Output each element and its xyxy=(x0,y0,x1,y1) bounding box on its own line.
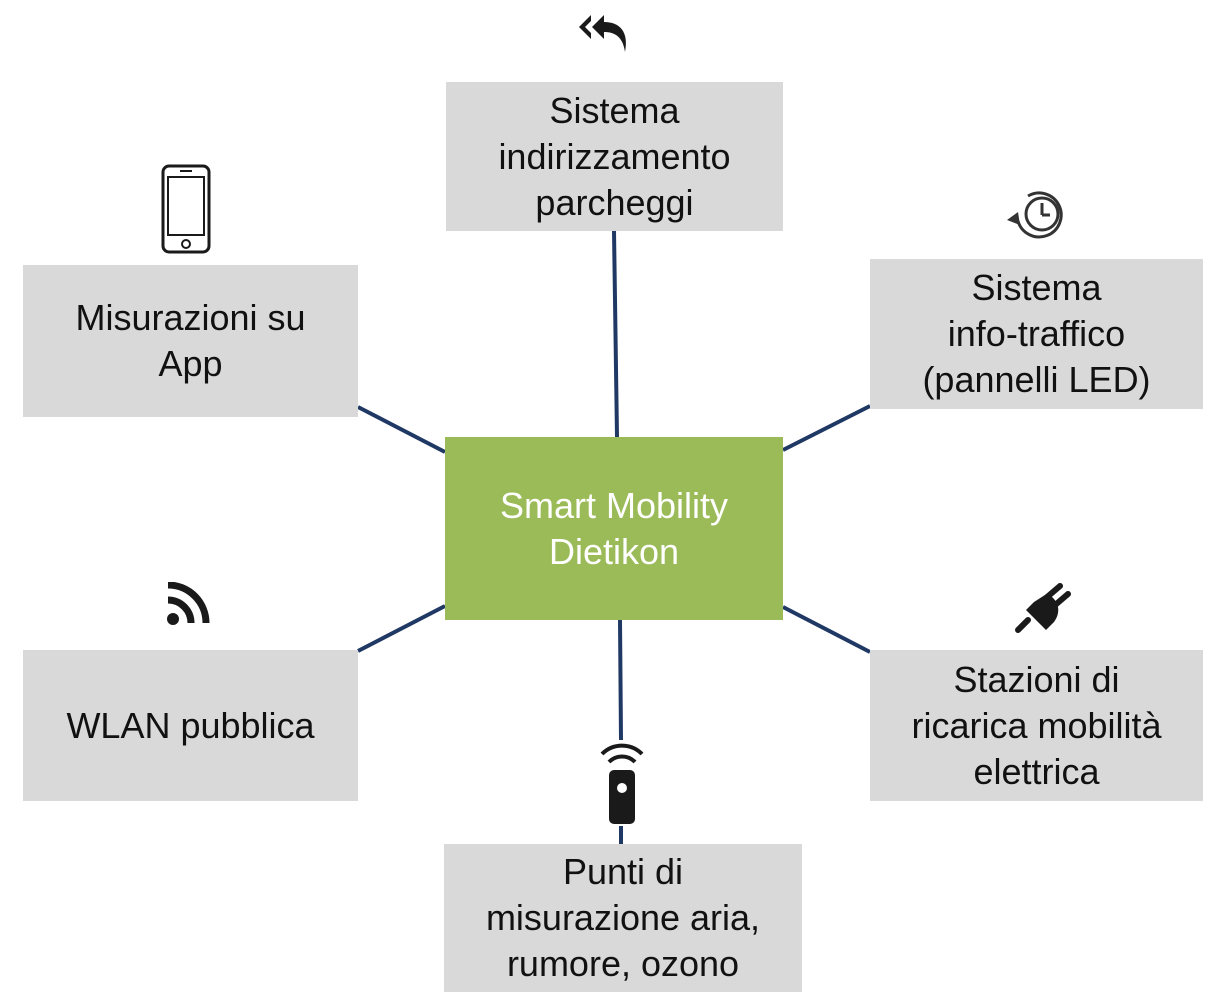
center-node: Smart Mobility Dietikon xyxy=(445,437,783,620)
node-app-label: Misurazioni su App xyxy=(75,297,306,384)
plug-icon xyxy=(1015,583,1071,633)
sensor-remote-icon xyxy=(600,743,644,824)
connector-app xyxy=(357,405,446,454)
node-parking: Sistema indirizzamento parcheggi xyxy=(446,82,783,231)
connector-charge xyxy=(782,605,871,654)
node-info-label: Sistema info-traffico (pannelli LED) xyxy=(922,267,1151,400)
reply-all-icon xyxy=(579,15,626,52)
node-wlan: WLAN pubblica xyxy=(23,650,358,801)
node-parking-label: Sistema indirizzamento parcheggi xyxy=(498,89,731,223)
node-air-label: Punti di misurazione aria, rumore, ozono xyxy=(485,851,761,984)
node-charge: Stazioni di ricarica mobilità elettrica xyxy=(870,650,1203,801)
connector-parking xyxy=(612,230,619,438)
center-node-label: Smart Mobility Dietikon xyxy=(499,484,729,572)
connector-wlan xyxy=(357,604,446,653)
connector-air xyxy=(618,619,623,741)
smartphone-icon xyxy=(161,164,211,254)
connector-info xyxy=(782,404,871,452)
clock-history-icon xyxy=(1007,191,1063,239)
node-app: Misurazioni su App xyxy=(23,265,358,417)
node-air: Punti di misurazione aria, rumore, ozono xyxy=(444,844,802,992)
node-charge-label: Stazioni di ricarica mobilità elettrica xyxy=(911,658,1162,792)
node-wlan-label: WLAN pubblica xyxy=(66,704,315,746)
wifi-feed-icon xyxy=(167,582,210,625)
node-info: Sistema info-traffico (pannelli LED) xyxy=(870,259,1203,409)
